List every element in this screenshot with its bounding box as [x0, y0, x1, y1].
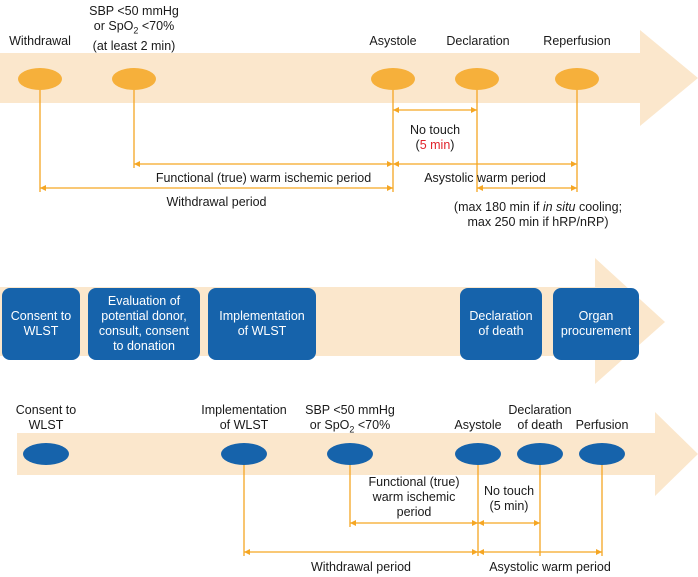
bottom-event-implementation-marker	[221, 443, 267, 465]
top-cooling-note-italic: in situ	[542, 200, 576, 214]
process-box-evaluation-l1: Evaluation of	[107, 294, 181, 308]
top-timeline-arrow	[0, 30, 698, 126]
process-box-consent-l1: Consent to	[10, 309, 72, 323]
bottom-no-touch-l1: No touch	[483, 484, 535, 498]
process-box-declaration-l2: of death	[478, 324, 524, 338]
process-box-evaluation-l3: consult, consent	[98, 324, 190, 338]
bottom-withdrawal-period: Withdrawal period	[310, 560, 412, 574]
top-event-withdrawal-marker	[18, 68, 62, 90]
bottom-label-sbp-l2: or SpO2 <70%	[298, 418, 402, 438]
bottom-label-sbp-sub: 2	[349, 424, 355, 435]
bottom-event-declaration-marker	[517, 443, 563, 465]
bottom-functional-l2: warm ischemic	[372, 490, 456, 504]
top-cooling-note-a: (max 180 min if	[453, 200, 543, 214]
bottom-label-perfusion: Perfusion	[575, 418, 629, 432]
bottom-event-asystole-marker	[455, 443, 501, 465]
bottom-brackets	[243, 465, 603, 556]
bottom-label-asystole: Asystole	[454, 418, 502, 432]
top-label-sbp-sub: 2	[133, 25, 139, 36]
process-box-procurement-l1: Organ	[578, 309, 614, 323]
bottom-label-sbp-l2b: <70%	[354, 418, 391, 432]
top-label-asystole: Asystole	[369, 34, 417, 48]
top-label-sbp-l2b: <70%	[138, 19, 175, 33]
top-label-sbp-l2: or SpO2 <70%	[84, 19, 184, 39]
top-no-touch: No touch (5 min)	[395, 123, 475, 153]
top-arrowheads	[40, 107, 577, 191]
top-withdrawal-period: Withdrawal period	[166, 195, 267, 209]
bottom-functional-l1: Functional (true)	[368, 475, 460, 489]
top-label-declaration: Declaration	[446, 34, 510, 48]
process-box-procurement-l2: procurement	[560, 324, 632, 338]
bottom-label-implementation-l2: of WLST	[219, 418, 269, 432]
top-event-sbp-marker	[112, 68, 156, 90]
bottom-event-sbp-marker	[327, 443, 373, 465]
top-label-sbp-l3: (at least 2 min)	[92, 38, 176, 53]
top-cooling-note-l2: max 250 min if hRP/nRP)	[467, 215, 609, 229]
top-event-declaration-marker	[455, 68, 499, 90]
process-box-evaluation-l4: to donation	[113, 339, 175, 353]
top-cooling-note-l1: (max 180 min if in situ cooling;	[418, 200, 658, 215]
top-no-touch-close: )	[450, 138, 455, 152]
top-functional-period: Functional (true) warm ischemic period	[155, 171, 372, 185]
top-no-touch-duration: 5 min	[419, 138, 451, 152]
process-box-consent-l2: WLST	[23, 324, 59, 338]
top-label-sbp-l2a: or SpO	[93, 19, 134, 33]
top-label-reperfusion: Reperfusion	[543, 34, 611, 48]
top-asystolic-period: Asystolic warm period	[424, 171, 546, 185]
bottom-label-implementation-l1: Implementation	[201, 403, 287, 417]
top-event-asystole-marker	[371, 68, 415, 90]
process-box-declaration-l1: Declaration	[469, 309, 533, 323]
process-box-implementation-l2: of WLST	[237, 324, 287, 338]
bottom-label-declaration-l2: of death	[517, 418, 563, 432]
bottom-label-consent-l2: WLST	[28, 418, 64, 432]
top-no-touch-open: (	[415, 138, 420, 152]
top-label-sbp: SBP <50 mmHg or SpO2 <70% (at least 2 mi…	[84, 4, 184, 54]
top-cooling-note-b: cooling;	[575, 200, 623, 214]
top-brackets	[39, 90, 578, 192]
top-cooling-note: (max 180 min if in situ cooling; max 250…	[418, 200, 658, 230]
bottom-event-consent-marker	[23, 443, 69, 465]
bottom-label-sbp-l2a: or SpO	[309, 418, 350, 432]
top-event-reperfusion-marker	[555, 68, 599, 90]
bottom-functional-period: Functional (true) warm ischemic period	[352, 475, 476, 520]
bottom-arrowheads	[244, 520, 602, 555]
bottom-label-sbp-l1: SBP <50 mmHg	[305, 403, 395, 417]
process-box-implementation-l1: Implementation	[219, 309, 305, 323]
bottom-functional-l3: period	[396, 505, 432, 519]
process-box-evaluation-l2: potential donor,	[101, 309, 187, 323]
bottom-label-declaration-l1: Declaration	[508, 403, 572, 417]
top-no-touch-l1: No touch	[409, 123, 461, 137]
bottom-event-perfusion-marker	[579, 443, 625, 465]
bottom-asystolic-period: Asystolic warm period	[489, 560, 611, 574]
bottom-label-consent-l1: Consent to	[15, 403, 77, 417]
bottom-label-sbp: SBP <50 mmHg or SpO2 <70%	[298, 403, 402, 438]
top-label-withdrawal: Withdrawal	[9, 34, 71, 48]
bottom-no-touch: No touch (5 min)	[479, 484, 539, 514]
bottom-no-touch-l2: (5 min)	[489, 499, 529, 513]
top-label-sbp-l1: SBP <50 mmHg	[89, 4, 179, 18]
top-no-touch-l2: (5 min)	[395, 138, 475, 153]
